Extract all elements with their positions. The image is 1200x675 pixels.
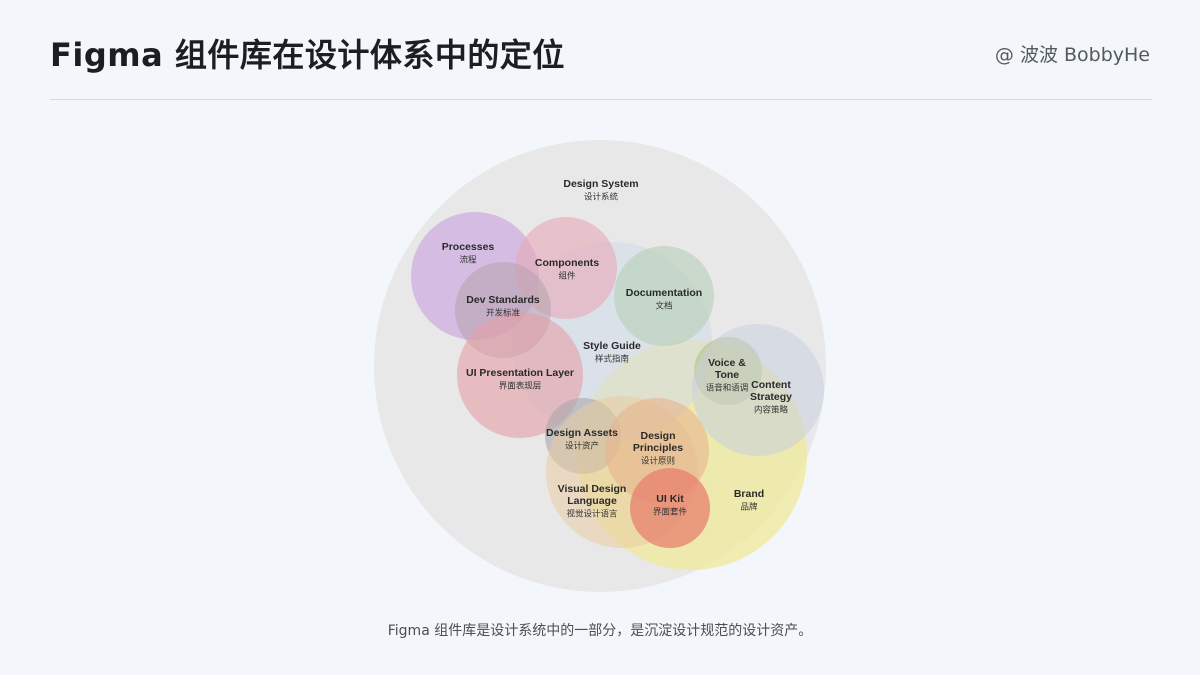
ui-kit-circle	[630, 468, 710, 548]
style-guide-label-en: Style Guide	[583, 340, 641, 352]
content-strategy-circle	[692, 324, 824, 456]
ui-kit-label: UI Kit 界面套件	[653, 493, 688, 518]
design-system-label: Design System 设计系统	[563, 178, 638, 203]
design-assets-label-en: Design Assets	[546, 427, 618, 439]
design-assets-label-zh: 设计资产	[565, 441, 599, 452]
documentation-label: Documentation 文档	[626, 287, 702, 312]
header-divider	[50, 99, 1152, 100]
ui-kit-label-zh: 界面套件	[653, 507, 688, 518]
components-label-zh: 组件	[558, 271, 576, 282]
design-system-label-en: Design System	[563, 178, 638, 190]
voice-tone-label-en: Tone	[715, 369, 739, 381]
page-title: Figma 组件库在设计体系中的定位	[50, 36, 565, 74]
author-credit: @ 波波 BobbyHe	[994, 44, 1150, 66]
venn-circles	[374, 140, 826, 592]
voice-tone-label: Voice &Tone 语音和语调	[706, 357, 749, 394]
dev-standards-label: Dev Standards 开发标准	[466, 294, 540, 319]
processes-label-en: Processes	[442, 241, 495, 253]
visual-design-language-label-zh: 视觉设计语言	[566, 509, 618, 520]
content-strategy-label-en: Content	[751, 379, 791, 391]
documentation-circle	[614, 246, 714, 346]
design-principles-label-zh: 设计原则	[641, 456, 675, 467]
design-principles-label-en: Principles	[633, 442, 683, 454]
documentation-label-zh: 文档	[655, 301, 672, 312]
content-strategy-label-zh: 内容策略	[754, 405, 789, 416]
ui-presentation-layer-label: UI Presentation Layer 界面表现层	[466, 367, 574, 392]
processes-label-zh: 流程	[459, 255, 477, 266]
ui-presentation-layer-label-zh: 界面表现层	[499, 381, 542, 392]
content-strategy-label-en: Strategy	[750, 391, 792, 403]
design-principles-label-en: Design	[640, 430, 675, 442]
voice-tone-label-en: Voice &	[708, 357, 746, 369]
brand-label-zh: 品牌	[740, 502, 758, 513]
voice-tone-label-zh: 语音和语调	[706, 383, 749, 394]
style-guide-label: Style Guide 样式指南	[583, 340, 641, 365]
visual-design-language-label-en: Visual Design	[558, 483, 627, 495]
dev-standards-label-zh: 开发标准	[486, 308, 521, 319]
processes-label: Processes 流程	[442, 241, 495, 266]
diagram-caption: Figma 组件库是设计系统中的一部分，是沉淀设计规范的设计资产。	[387, 623, 813, 639]
design-assets-label: Design Assets 设计资产	[546, 427, 618, 452]
brand-label-en: Brand	[734, 488, 764, 500]
ui-presentation-layer-circle	[457, 312, 583, 438]
ui-kit-label-en: UI Kit	[656, 493, 684, 505]
documentation-label-en: Documentation	[626, 287, 702, 299]
components-label: Components 组件	[535, 257, 599, 282]
visual-design-language-label-en: Language	[567, 495, 617, 507]
components-label-en: Components	[535, 257, 599, 269]
ui-presentation-layer-label-en: UI Presentation Layer	[466, 367, 574, 379]
venn-labels: Design System 设计系统 Brand 品牌 Style Guide 样式指南 P…	[442, 178, 792, 520]
dev-standards-label-en: Dev Standards	[466, 294, 540, 306]
design-system-label-zh: 设计系统	[584, 192, 619, 203]
brand-label: Brand 品牌	[734, 488, 764, 513]
style-guide-label-zh: 样式指南	[595, 354, 629, 365]
